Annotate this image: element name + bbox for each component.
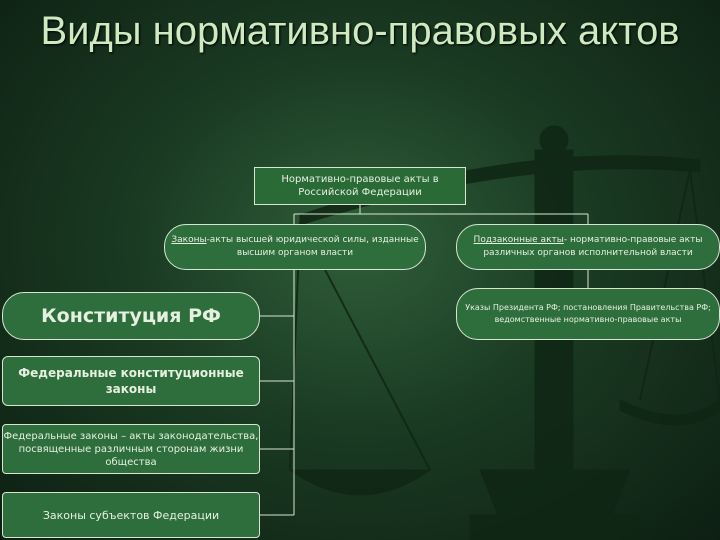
laws-node: Законы-акты высшей юридической силы, изд…: [164, 224, 426, 270]
laws-term: Законы: [171, 235, 206, 245]
root-node: Нормативно-правовые акты в Российской Фе…: [254, 167, 466, 205]
laws-definition: -акты высшей юридической силы, изданные …: [207, 235, 419, 258]
federal-laws-node: Федеральные законы – акты законодательст…: [2, 424, 260, 474]
sublaws-term: Подзаконные акты: [474, 235, 564, 245]
page-title: Виды нормативно-правовых актов: [40, 6, 680, 56]
sublaws-node: Подзаконные акты- нормативно-правовые ак…: [456, 224, 720, 270]
root-node-label: Нормативно-правовые акты в Российской Фе…: [255, 173, 465, 199]
subject-laws-node: Законы субъектов Федерации: [2, 492, 260, 538]
federal-constitutional-laws-label: Федеральные конституционные законы: [3, 365, 259, 397]
federal-constitutional-laws-node: Федеральные конституционные законы: [2, 356, 260, 406]
sublaws-node-label: Подзаконные акты- нормативно-правовые ак…: [457, 234, 719, 260]
constitution-node: Конституция РФ: [2, 292, 260, 340]
subject-laws-label: Законы субъектов Федерации: [43, 509, 219, 522]
laws-node-label: Законы-акты высшей юридической силы, изд…: [165, 234, 425, 260]
constitution-node-label: Конституция РФ: [41, 305, 221, 327]
federal-laws-label: Федеральные законы – акты законодательст…: [3, 430, 259, 469]
decrees-node-label: Указы Президента РФ; постановления Прави…: [457, 302, 719, 326]
decrees-node: Указы Президента РФ; постановления Прави…: [456, 288, 720, 340]
